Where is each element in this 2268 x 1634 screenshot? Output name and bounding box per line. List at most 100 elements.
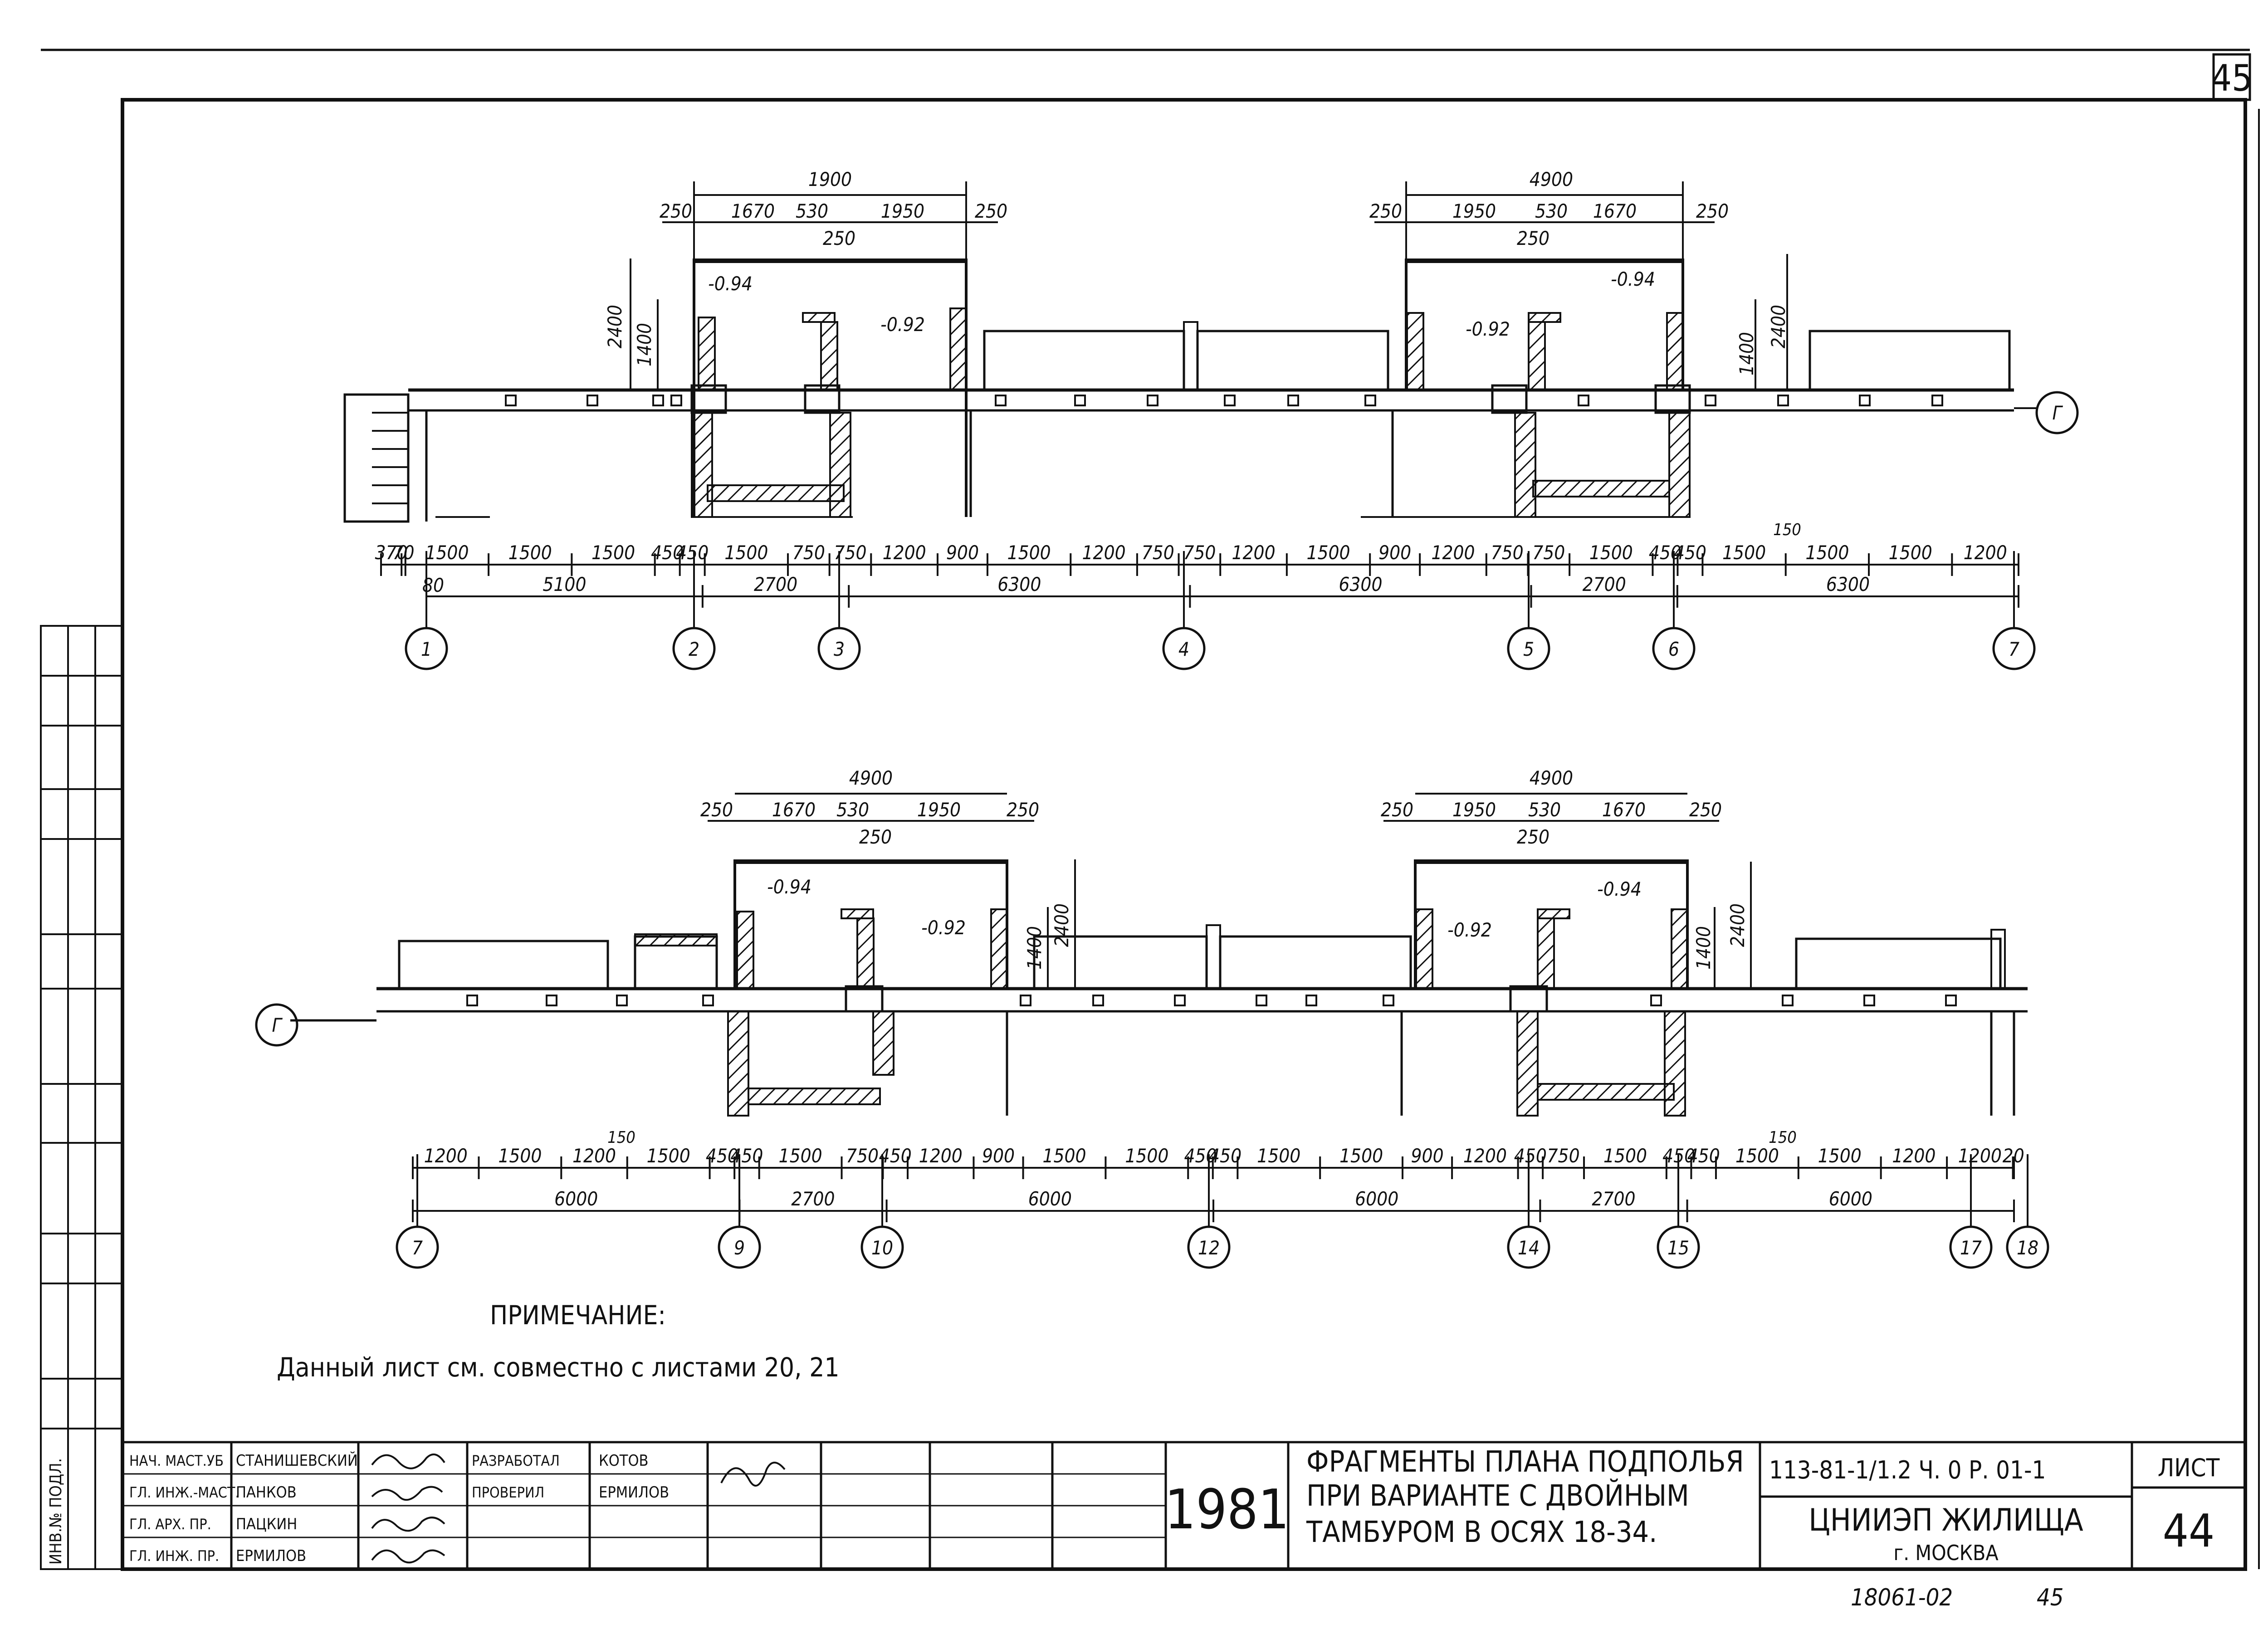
dim-total: 4900 — [1530, 168, 1573, 190]
axis-circle — [860, 1225, 904, 1269]
role: РАЗРАБОТАЛ — [472, 1452, 560, 1469]
dim: 250 — [700, 799, 733, 821]
chain-dim: 450 — [1649, 541, 1681, 564]
title-block-roles: НАЧ. МАСТ.УБ ГЛ. ИНЖ.-МАСТ. ГЛ. АРХ. ПР.… — [129, 1451, 669, 1565]
height-dim: 1400 — [1735, 332, 1758, 376]
row-marker-bottom: Г — [255, 1003, 298, 1047]
year: 1981 — [1165, 1478, 1290, 1541]
chain-dim: 900 — [1378, 541, 1411, 564]
axis-circle — [1507, 627, 1550, 670]
elevation-mark: -0.94 — [1597, 878, 1642, 900]
chain-dim: 1500 — [1125, 1145, 1168, 1167]
chain-dim: 450 — [676, 541, 709, 564]
name: ПАЦКИН — [236, 1515, 297, 1533]
axis-circle — [1187, 1225, 1231, 1269]
height-dim: 1400 — [1023, 926, 1046, 970]
axis-circle — [2006, 1225, 2049, 1269]
dim: 530 — [1528, 799, 1561, 821]
handwritten-page: 45 — [2037, 1584, 2064, 1611]
chain-dim: 900 — [946, 541, 979, 564]
dim-total: 4900 — [849, 767, 893, 789]
axis-circle — [396, 1225, 439, 1269]
elevation-mark: -0.92 — [1447, 919, 1492, 941]
chain-dim: 5100 — [543, 573, 586, 595]
dim: 250 — [1689, 799, 1722, 821]
axis-label: 18 — [2017, 1237, 2038, 1259]
chain-dim: 900 — [1411, 1145, 1444, 1167]
elevation-mark: -0.92 — [1466, 318, 1510, 340]
chain-dim: 450 — [1209, 1145, 1242, 1167]
dim: 1950 — [1452, 799, 1496, 821]
axis-circle — [1949, 1225, 1993, 1269]
chain-dim: 750 — [846, 1145, 879, 1167]
axis-circle — [672, 627, 716, 670]
chain-dim: 450 — [1687, 1145, 1720, 1167]
axis-label: 10 — [871, 1237, 893, 1259]
dim-sub: 250 — [859, 826, 892, 848]
dim-total: 4900 — [1530, 767, 1573, 789]
chain-dim: 2700 — [791, 1188, 835, 1210]
role: ПРОВЕРИЛ — [472, 1484, 544, 1501]
dim: 1950 — [917, 799, 961, 821]
chain-dim: 2700 — [1583, 573, 1626, 595]
elevation-mark: -0.94 — [767, 876, 811, 898]
chain-dim: 750 — [1532, 541, 1565, 564]
dim: 250 — [1696, 200, 1729, 222]
drawing-title-line-2: ПРИ ВАРИАНТЕ С ДВОЙНЫМ — [1306, 1478, 1689, 1513]
dim: 250 — [975, 200, 1007, 222]
dim: 1950 — [1452, 200, 1496, 222]
role: ГЛ. ИНЖ.-МАСТ. — [129, 1484, 240, 1501]
city: г. МОСКВА — [1893, 1541, 1998, 1565]
left-stamp-grid — [40, 625, 123, 1570]
sheet-number: 44 — [2163, 1504, 2214, 1557]
row-marker-label: Г — [2052, 402, 2063, 424]
dim: 250 — [1007, 799, 1039, 821]
axis-label: 12 — [1198, 1237, 1220, 1259]
chain-dim: 70 — [392, 541, 414, 564]
dim-sub: 250 — [1517, 227, 1549, 249]
axis-label: 7 — [2009, 638, 2019, 660]
dim: 250 — [660, 200, 692, 222]
axis-circle — [1652, 627, 1696, 670]
chain-dim: 1500 — [508, 541, 552, 564]
chain-dim: 1200 — [1232, 541, 1275, 564]
plan-bottom-right-unit-labels: 4900 250 1950 530 1670 250 250 -0.92 -0.… — [1381, 767, 1749, 970]
height-dim: 2400 — [1767, 305, 1789, 348]
axis-circle — [718, 1225, 761, 1269]
drawing-title-line-1: ФРАГМЕНТЫ ПЛАНА ПОДПОЛЬЯ — [1306, 1445, 1744, 1479]
chain-dim: 6000 — [554, 1188, 598, 1210]
axis-label: 3 — [834, 638, 845, 660]
plan-top-left-unit-labels: 1900 250 1670 530 1950 250 250 -0.94 -0.… — [604, 168, 1007, 366]
dim: 530 — [836, 799, 869, 821]
axis-circle — [1657, 1225, 1700, 1269]
height-dim: 2400 — [604, 305, 626, 348]
dim-sub: 250 — [1517, 826, 1549, 848]
chain-dim: 450 — [706, 1145, 738, 1167]
chain-dim: 6000 — [1355, 1188, 1398, 1210]
plan-bottom-left-unit-labels: 4900 250 1670 530 1950 250 250 -0.94 -0.… — [700, 767, 1073, 970]
chain-dim: 1200 — [919, 1145, 963, 1167]
chain-dim: 6300 — [1826, 573, 1870, 595]
dim-extra: 150 — [1773, 521, 1801, 539]
axis-label: 15 — [1667, 1237, 1689, 1259]
row-marker-top: Г — [2014, 391, 2079, 434]
axis-label: 17 — [1960, 1237, 1982, 1259]
chain-dim: 1500 — [1722, 541, 1766, 564]
sheet-label: ЛИСТ — [2158, 1454, 2220, 1482]
inventory-label: ИНВ.№ ПОДЛ. — [47, 1458, 65, 1565]
role: ГЛ. АРХ. ПР. — [129, 1516, 211, 1533]
chain-dim: 1500 — [724, 541, 768, 564]
dim-extra: 150 — [1769, 1128, 1797, 1147]
chain-dim: 1500 — [1805, 541, 1849, 564]
chain-dim: 1500 — [1735, 1145, 1779, 1167]
chain-dim: 1500 — [591, 541, 635, 564]
chain-dim: 1200 — [1431, 541, 1475, 564]
chain-dim: 6000 — [1829, 1188, 1872, 1210]
role: ГЛ. ИНЖ. ПР. — [129, 1547, 219, 1565]
axis-circle — [1992, 627, 2036, 670]
dim: 530 — [796, 200, 828, 222]
